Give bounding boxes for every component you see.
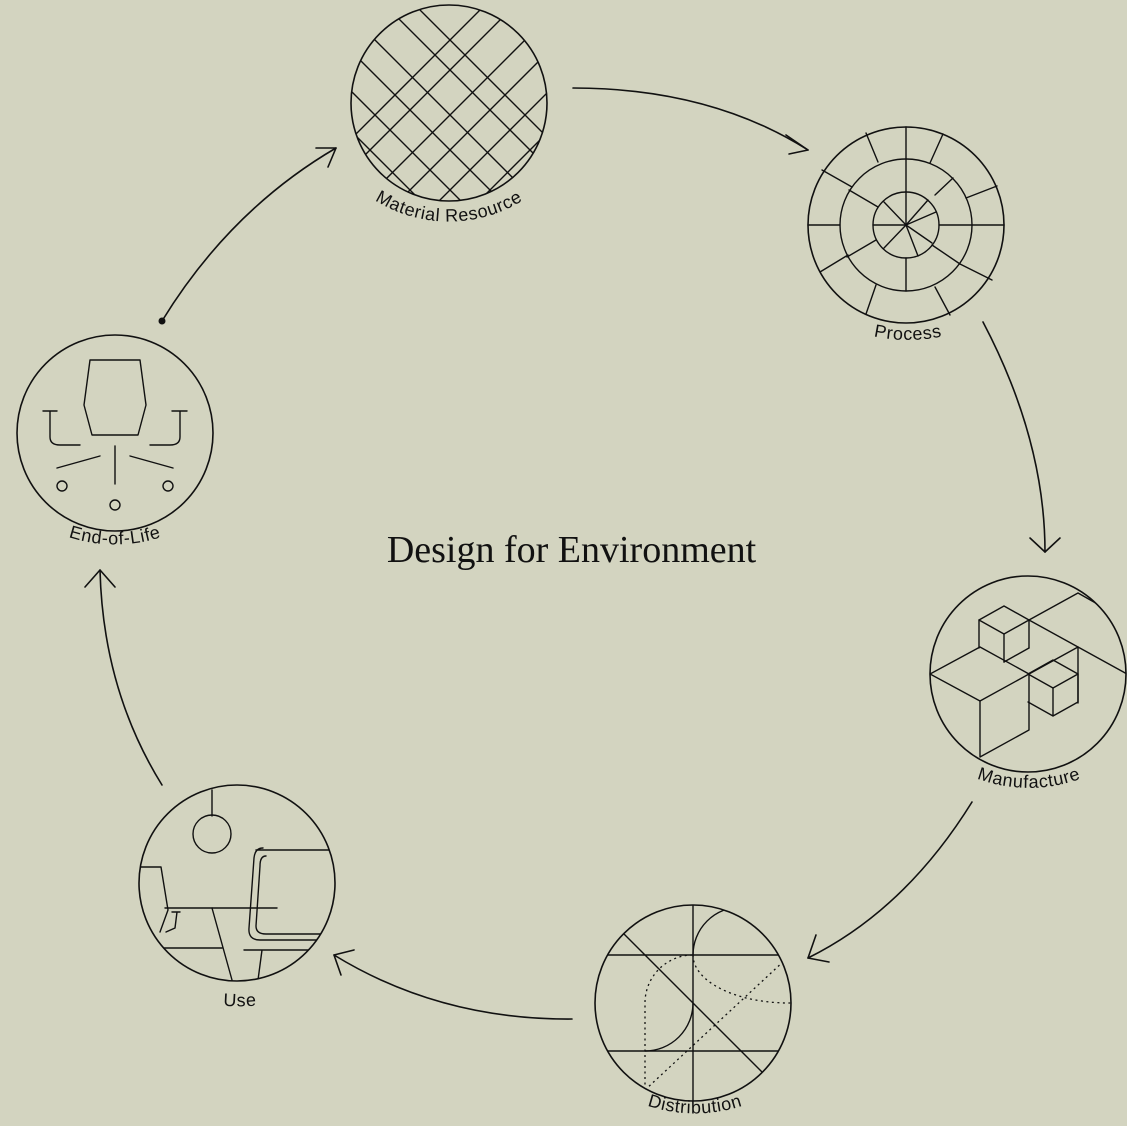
stage-label-use: Use	[223, 990, 257, 1011]
arrow-material-to-process	[572, 87, 809, 155]
arrow-end-of-life-to-material	[158, 147, 337, 325]
radial-segments-icon	[807, 126, 1005, 324]
stage-process: Process	[807, 126, 1005, 344]
arrow-distribution-to-use	[333, 949, 573, 1020]
distribution-paths-icon	[594, 904, 792, 1102]
stage-manufacture: Manufacture	[929, 575, 1127, 792]
stage-end-of-life: End-of-Life	[16, 334, 214, 548]
stage-label-material-resource: Material Resource	[373, 186, 526, 225]
arrow-manufacture-to-distribution	[807, 801, 973, 963]
arrow-use-to-end-of-life	[84, 569, 163, 786]
office-chair-icon	[16, 334, 214, 532]
stage-use: Use	[138, 784, 336, 1011]
stage-label-distribution: Distribution	[646, 1090, 744, 1117]
woven-lattice-icon	[350, 4, 548, 202]
stage-material-resource: Material Resource	[350, 4, 548, 226]
arrow-process-to-manufacture	[982, 321, 1061, 553]
stacked-cubes-icon	[929, 575, 1127, 773]
stage-label-manufacture: Manufacture	[975, 763, 1082, 792]
diagram-title: Design for Environment	[386, 529, 757, 571]
stage-distribution: Distribution	[594, 904, 792, 1117]
office-scene-icon	[138, 784, 336, 982]
stage-label-process: Process	[873, 321, 943, 344]
cycle-arrows	[84, 87, 1061, 1020]
